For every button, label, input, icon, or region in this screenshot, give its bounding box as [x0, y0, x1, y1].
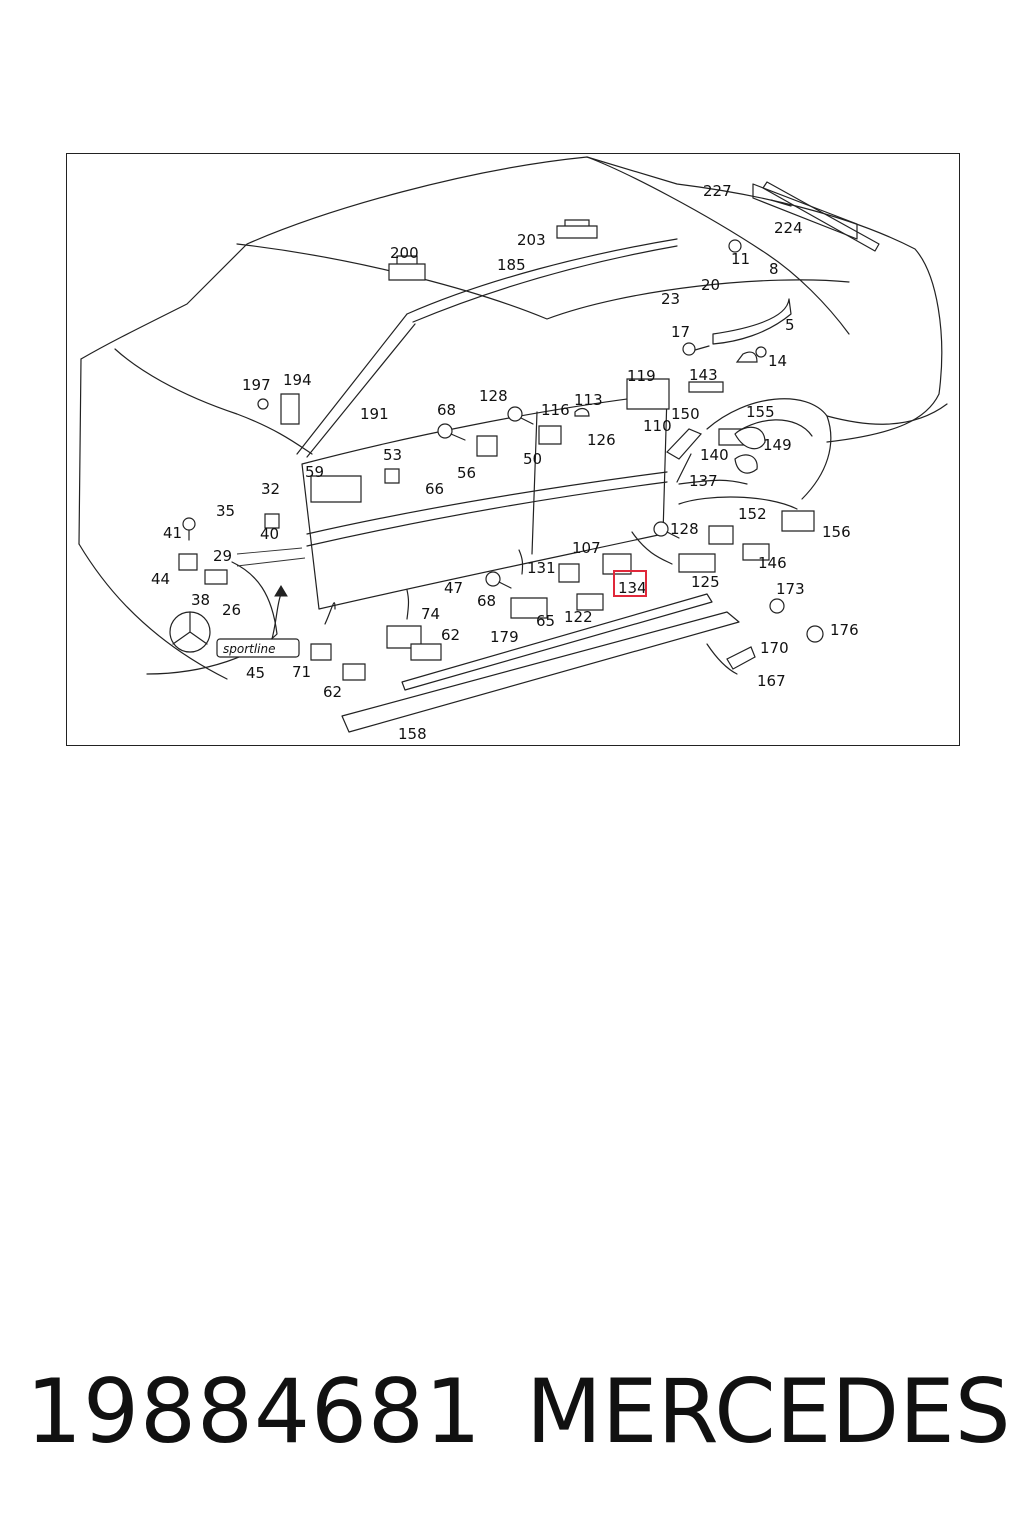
callout-29: 29 [213, 547, 233, 565]
callout-122: 122 [564, 608, 593, 626]
callout-126: 126 [587, 431, 616, 449]
callout-20: 20 [701, 276, 721, 294]
callout-149: 149 [763, 436, 792, 454]
callout-40: 40 [260, 525, 280, 543]
callout-158: 158 [398, 725, 427, 743]
callout-5: 5 [785, 316, 795, 334]
callout-45: 45 [246, 664, 266, 682]
callout-116: 116 [541, 401, 570, 419]
callout-68a: 68 [437, 401, 457, 419]
callout-156: 156 [822, 523, 851, 541]
callout-65: 65 [536, 612, 556, 630]
callout-191: 191 [360, 405, 389, 423]
callout-155: 155 [746, 403, 775, 421]
callout-26: 26 [222, 601, 242, 619]
callout-62a: 62 [441, 626, 461, 644]
callout-140: 140 [700, 446, 729, 464]
callout-227: 227 [703, 182, 732, 200]
callout-185: 185 [497, 256, 526, 274]
callout-176: 176 [830, 621, 859, 639]
callout-179: 179 [490, 628, 519, 646]
callout-143: 143 [689, 366, 718, 384]
callout-173: 173 [776, 580, 805, 598]
car-body-outline [78, 156, 948, 733]
callout-44: 44 [151, 570, 171, 588]
callout-8: 8 [769, 260, 779, 278]
callout-41: 41 [163, 524, 183, 542]
sportline-badge-text: sportline [223, 642, 276, 656]
callout-35: 35 [216, 502, 236, 520]
callout-137: 137 [689, 472, 718, 490]
callout-125: 125 [691, 573, 720, 591]
callout-131: 131 [527, 559, 556, 577]
callout-150: 150 [671, 405, 700, 423]
callout-53: 53 [383, 446, 403, 464]
callout-128b: 128 [670, 520, 699, 538]
callout-119: 119 [627, 367, 656, 385]
callout-62b: 62 [323, 683, 343, 701]
callout-200: 200 [390, 244, 419, 262]
part-number: 19884681 [26, 1360, 482, 1463]
callout-152: 152 [738, 505, 767, 523]
callout-224: 224 [774, 219, 803, 237]
callout-68b: 68 [477, 592, 497, 610]
callout-71: 71 [292, 663, 312, 681]
callout-167: 167 [757, 672, 786, 690]
parts-diagram: 227 224 203 200 185 11 8 20 23 5 17 14 1… [66, 153, 960, 746]
callout-74: 74 [421, 605, 441, 623]
callout-107: 107 [572, 539, 601, 557]
callout-170: 170 [760, 639, 789, 657]
callout-59: 59 [305, 463, 325, 481]
callout-66: 66 [425, 480, 445, 498]
brand-name: MERCEDES [526, 1360, 1011, 1463]
callout-14: 14 [768, 352, 788, 370]
callout-17: 17 [671, 323, 691, 341]
callout-23: 23 [661, 290, 681, 308]
callout-194: 194 [283, 371, 312, 389]
callout-56: 56 [457, 464, 477, 482]
callout-203: 203 [517, 231, 546, 249]
sportline-badge [216, 638, 300, 658]
callout-113: 113 [574, 391, 603, 409]
callout-128a: 128 [479, 387, 508, 405]
callout-50: 50 [523, 450, 543, 468]
callout-11: 11 [731, 250, 751, 268]
callout-197: 197 [242, 376, 271, 394]
highlight-box-134 [613, 570, 647, 597]
callout-32: 32 [261, 480, 281, 498]
callout-134[interactable]: 134 [618, 579, 647, 597]
callout-38: 38 [191, 591, 211, 609]
callout-146: 146 [758, 554, 787, 572]
callout-110: 110 [643, 417, 672, 435]
callout-47: 47 [444, 579, 464, 597]
